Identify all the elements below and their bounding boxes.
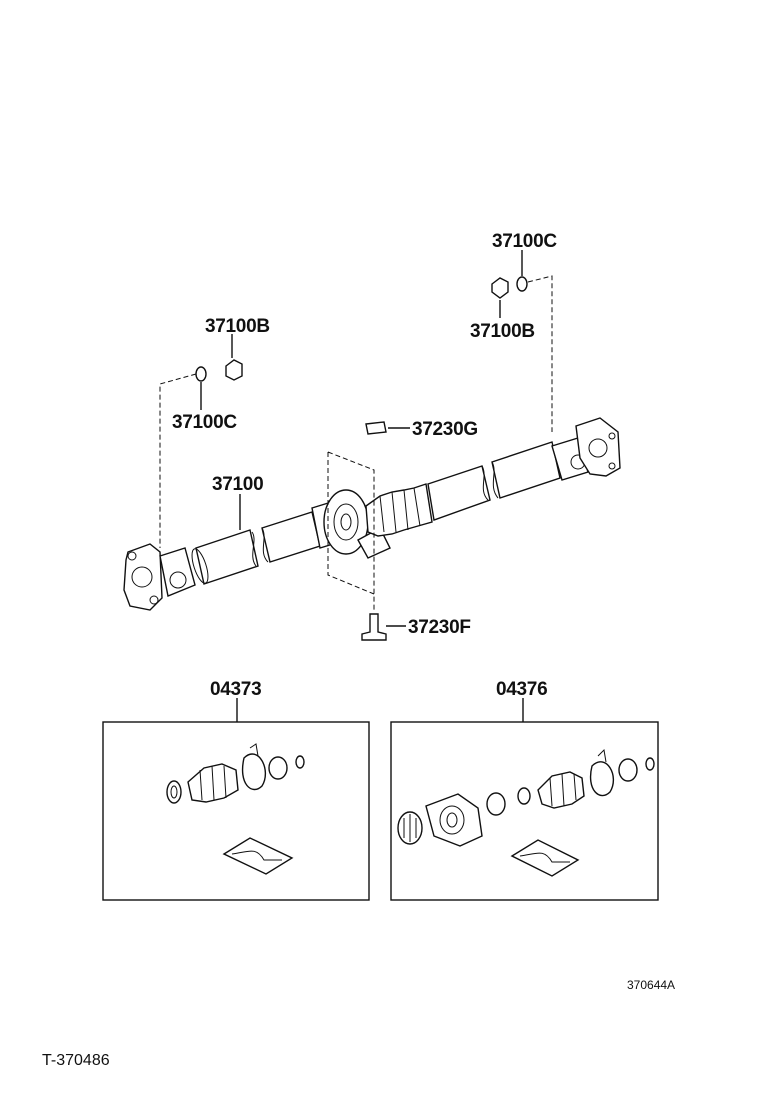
kit-box-04376 [390, 721, 659, 901]
figure-code: 370644A [627, 978, 675, 992]
kit-box-04373 [102, 721, 370, 901]
grease-pack-04376 [510, 839, 580, 877]
label-37100b-left: 37100B [205, 316, 270, 337]
grease-pack-04373 [222, 837, 294, 875]
nut-37100b-left [225, 359, 243, 381]
washer-37100c-top [516, 276, 528, 292]
label-37230g: 37230G [412, 419, 478, 440]
sheet-id: T-370486 [42, 1052, 110, 1069]
label-37100c-top: 37100C [492, 231, 557, 252]
washer-37100c-left [195, 366, 207, 382]
center-bearing-icon [425, 793, 483, 847]
label-37100c-left: 37100C [172, 412, 237, 433]
left-flange-yoke [123, 543, 163, 611]
rear-shaft-tube [427, 465, 491, 521]
boot-icon-04376 [537, 771, 585, 809]
nut-37100b-top [491, 277, 509, 299]
propeller-shaft-assembly [123, 417, 621, 611]
boot [365, 483, 433, 537]
label-37230f: 37230F [408, 617, 471, 638]
label-04373: 04373 [210, 679, 261, 700]
label-37100: 37100 [212, 474, 263, 495]
leader-lines [200, 250, 524, 722]
front-shaft-tube [195, 529, 259, 585]
small-parts [195, 276, 528, 641]
right-flange-yoke [575, 417, 621, 477]
callout-labels: 37100C 37100B 37100B 37100C 37230G 37100… [172, 231, 558, 700]
cushion-37230g [365, 421, 387, 435]
bolt-37230f [361, 613, 387, 641]
assembly-lines [159, 275, 553, 612]
label-04376: 04376 [496, 679, 547, 700]
label-37100b-top: 37100B [470, 321, 535, 342]
